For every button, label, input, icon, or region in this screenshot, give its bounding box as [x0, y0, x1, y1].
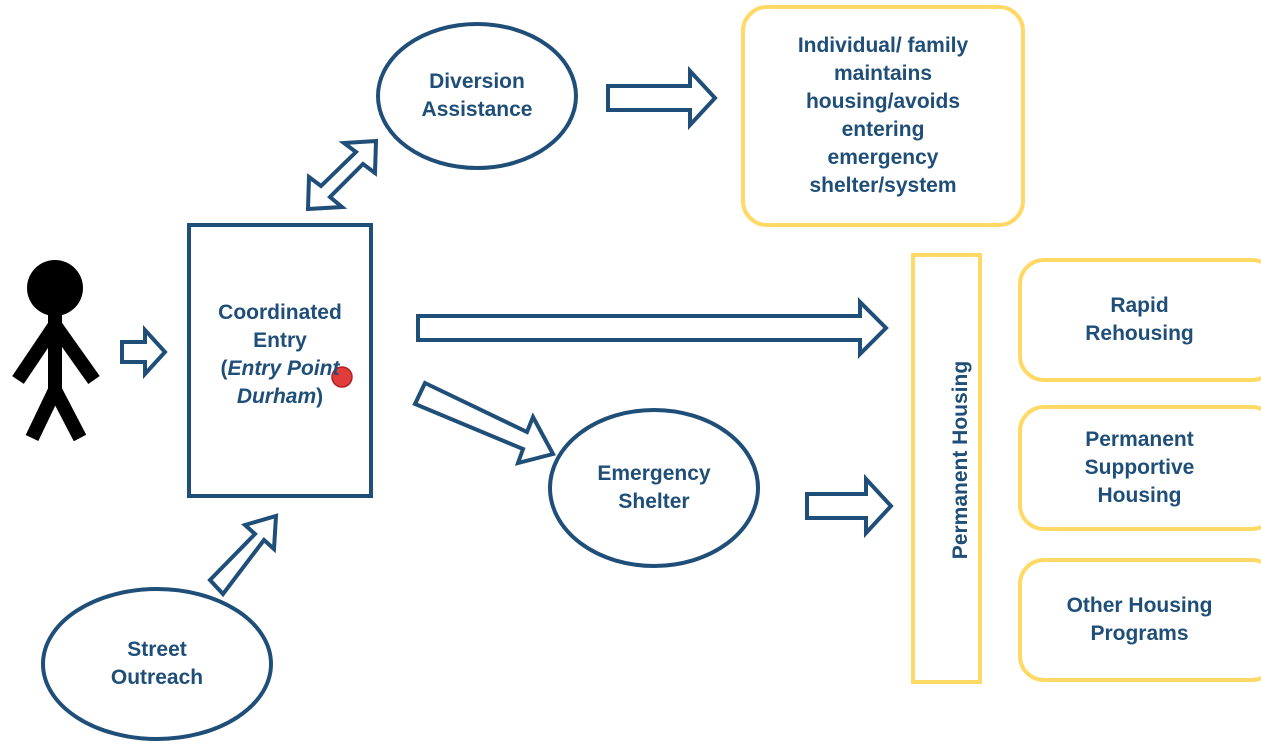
emergency-shelter-label: Emergency Shelter: [597, 462, 711, 513]
permanent-supportive-box: [1018, 405, 1261, 531]
arrow-shelter-to-permanent: [805, 473, 894, 539]
coordinated-entry-box: [187, 223, 373, 498]
diversion-outcome-label: Individual/ family maintains housing/avo…: [797, 34, 969, 197]
coordinated-entry-line1: Coordinated: [218, 301, 342, 324]
permanent-housing-label: Permanent Housing: [949, 360, 972, 560]
arrow-entry-to-permanent: [416, 297, 889, 359]
coordinated-entry-durham-line: Durham): [236, 385, 324, 408]
rapid-rehousing-box: [1018, 258, 1261, 382]
street-outreach-label: Street Outreach: [110, 638, 204, 689]
stick-figure-icon: [12, 260, 100, 442]
arrow-entry-diversion-bidirectional: [305, 138, 379, 212]
permanent-supportive-label: Permanent Supportive Housing: [1084, 428, 1195, 507]
rapid-rehousing-label: Rapid Rehousing: [1085, 294, 1194, 345]
diversion-label: Diversion Assistance: [421, 70, 533, 121]
arrow-diversion-to-outcome: [606, 65, 718, 131]
entry-point-text: Entry Point: [227, 357, 340, 380]
other-housing-label: Other Housing Programs: [1066, 594, 1213, 645]
permanent-housing-bar: [911, 253, 982, 684]
other-housing-box: [1018, 558, 1261, 682]
durham-text: Durham: [236, 385, 317, 408]
cursor-marker: [331, 366, 353, 388]
coordinated-entry-label: Coordinated Entry (Entry Point Durham): [189, 270, 371, 440]
diversion-outcome-box: [741, 5, 1025, 227]
diversion-ellipse: [376, 22, 578, 170]
coordinated-entry-paren-line: (Entry Point: [220, 357, 340, 380]
coordinated-entry-line2: Entry: [253, 329, 307, 352]
arrow-entry-to-shelter: [412, 380, 556, 466]
emergency-shelter-ellipse: [548, 408, 760, 568]
arrow-outreach-to-entry: [207, 513, 279, 598]
arrow-person-to-entry: [120, 324, 168, 380]
street-outreach-ellipse: [41, 587, 273, 741]
